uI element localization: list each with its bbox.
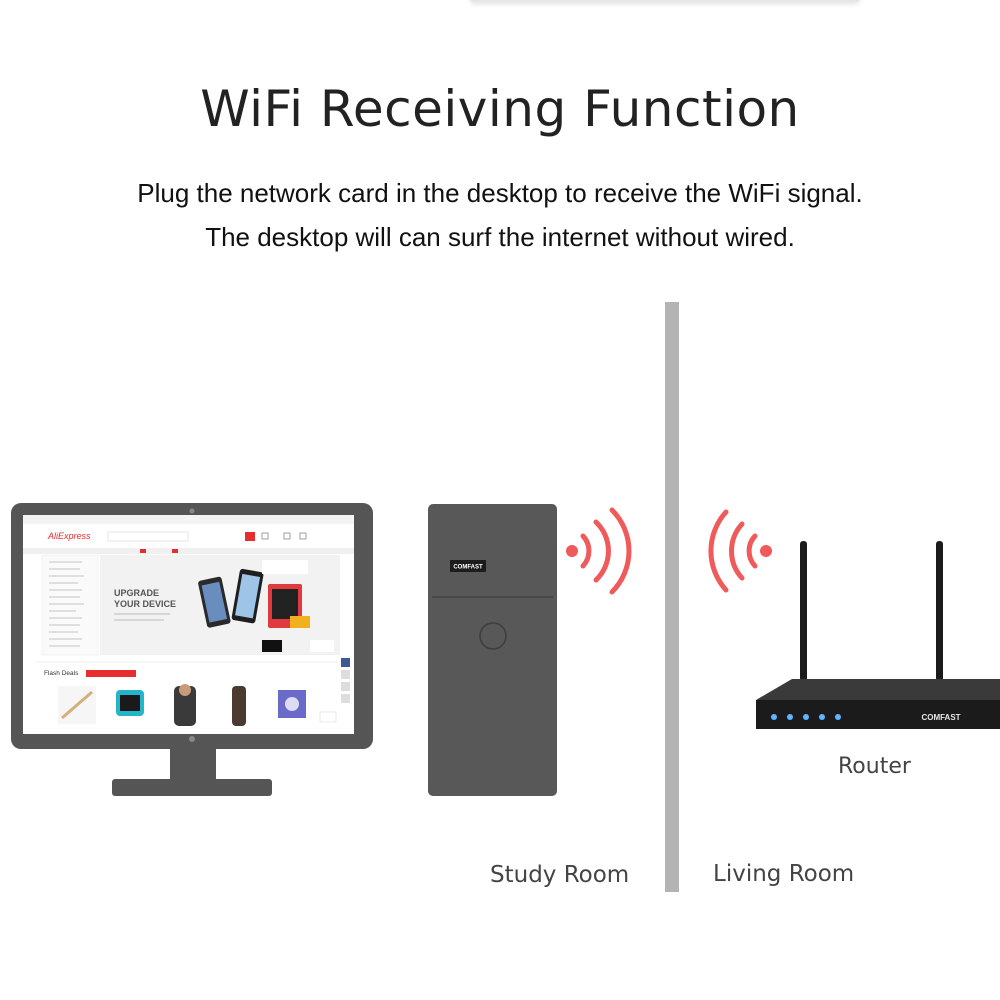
description-line-2: The desktop will can surf the internet w… xyxy=(205,222,795,252)
desktop-tower: COMFAST xyxy=(428,504,557,796)
router-brand-logo: COMFAST xyxy=(921,713,960,722)
top-shadow-decoration xyxy=(470,0,860,2)
wifi-signal-icon-right xyxy=(708,509,772,593)
wifi-signal-icon-left xyxy=(566,507,632,595)
router: COMFAST xyxy=(756,541,1000,729)
page-title: WiFi Receiving Function xyxy=(200,80,800,138)
description-line-1: Plug the network card in the desktop to … xyxy=(137,178,863,208)
banner-line-2: YOUR DEVICE xyxy=(114,599,176,609)
flash-deals-label: Flash Deals xyxy=(44,670,79,677)
aliexpress-logo: AliExpress xyxy=(47,531,91,541)
wall-divider xyxy=(665,302,679,892)
banner-line-1: UPGRADE xyxy=(114,588,159,598)
router-label: Router xyxy=(838,754,912,779)
living-room-label: Living Room xyxy=(713,861,854,887)
desktop-monitor: AliExpress UPGRADE YOUR DE xyxy=(11,503,373,796)
study-room-label: Study Room xyxy=(490,862,629,888)
svg-text:COMFAST: COMFAST xyxy=(453,565,483,571)
wifi-adapter-badge xyxy=(450,560,486,572)
power-button xyxy=(479,622,507,650)
